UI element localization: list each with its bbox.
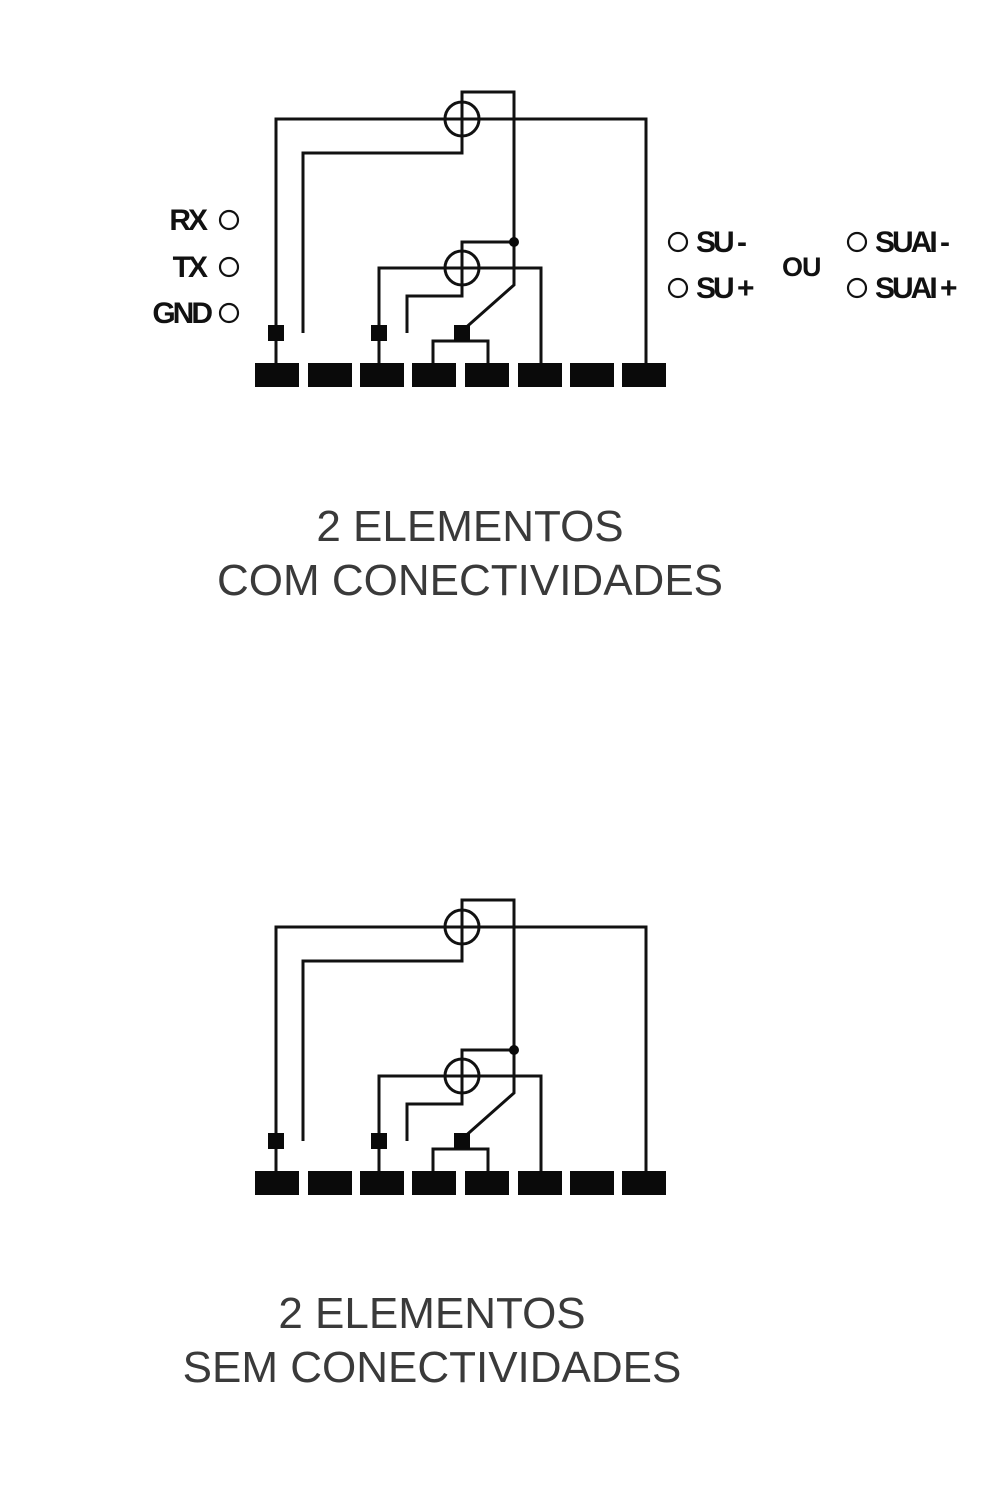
terminal	[308, 363, 352, 387]
port-label-suai-plus: SUAI +	[875, 272, 957, 305]
terminal	[518, 363, 562, 387]
caption-line-2: COM CONECTIVIDADES	[216, 556, 724, 605]
junction-dot	[509, 237, 519, 247]
terminal	[412, 1171, 456, 1195]
caption-sem-conectividades: 2 ELEMENTOS SEM CONECTIVIDADES	[112, 1287, 752, 1395]
port-tx-circle	[218, 256, 240, 278]
right-port-group: SU - SU + OU SUAI - SUAI +	[667, 226, 960, 305]
terminal	[308, 1171, 352, 1195]
terminal	[255, 1171, 299, 1195]
port-su-plus-circle	[667, 277, 689, 299]
caption-com-conectividades: 2 ELEMENTOS COM CONECTIVIDADES	[150, 500, 790, 608]
meter-element-2	[443, 1057, 481, 1095]
diagram-with-connectivity: RX TX GND SU - SU + OU SUAI - SUAI +	[152, 90, 960, 387]
terminal	[412, 363, 456, 387]
port-gnd-circle	[218, 302, 240, 324]
port-suai-plus-circle	[846, 277, 868, 299]
junction-node	[454, 1133, 470, 1149]
junction-node	[454, 325, 470, 341]
terminal	[360, 1171, 404, 1195]
terminal	[622, 363, 666, 387]
caption-line-1: 2 ELEMENTOS	[278, 1289, 586, 1338]
port-rx-circle	[218, 209, 240, 231]
diagram-without-connectivity	[255, 898, 666, 1195]
wire-inner-loop	[301, 119, 464, 333]
port-label-gnd: GND	[152, 297, 212, 330]
junction-node	[268, 325, 284, 341]
port-label-rx: RX	[169, 204, 208, 237]
wire-meter2-right	[462, 1074, 543, 1175]
meter-element-1	[443, 908, 481, 946]
terminal	[518, 1171, 562, 1195]
port-label-tx: TX	[173, 251, 208, 284]
caption-line-2: SEM CONECTIVIDADES	[182, 1343, 682, 1392]
junction-node	[371, 325, 387, 341]
terminal	[570, 1171, 614, 1195]
port-label-su-plus: SU +	[696, 272, 754, 305]
junction-node	[371, 1133, 387, 1149]
wire-lower-left	[377, 266, 462, 333]
wire-inner-loop	[301, 927, 464, 1141]
junction-node	[268, 1133, 284, 1149]
port-suai-minus-circle	[846, 231, 868, 253]
wire-meter2-right	[462, 266, 543, 367]
terminal	[360, 363, 404, 387]
wire-lower-left	[377, 1074, 462, 1141]
port-label-su-minus: SU -	[696, 226, 746, 259]
junction-dot	[509, 1045, 519, 1055]
terminal	[465, 363, 509, 387]
caption-line-1: 2 ELEMENTOS	[316, 502, 624, 551]
or-label: OU	[782, 252, 821, 282]
meter-element-2	[443, 249, 481, 287]
left-port-group: RX TX GND	[152, 204, 240, 330]
terminal-block	[255, 1171, 666, 1195]
terminal-block	[255, 363, 666, 387]
terminal	[570, 363, 614, 387]
terminal	[255, 363, 299, 387]
port-su-minus-circle	[667, 231, 689, 253]
meter-element-1	[443, 100, 481, 138]
port-label-suai-minus: SUAI -	[875, 226, 949, 259]
terminal	[465, 1171, 509, 1195]
terminal	[622, 1171, 666, 1195]
